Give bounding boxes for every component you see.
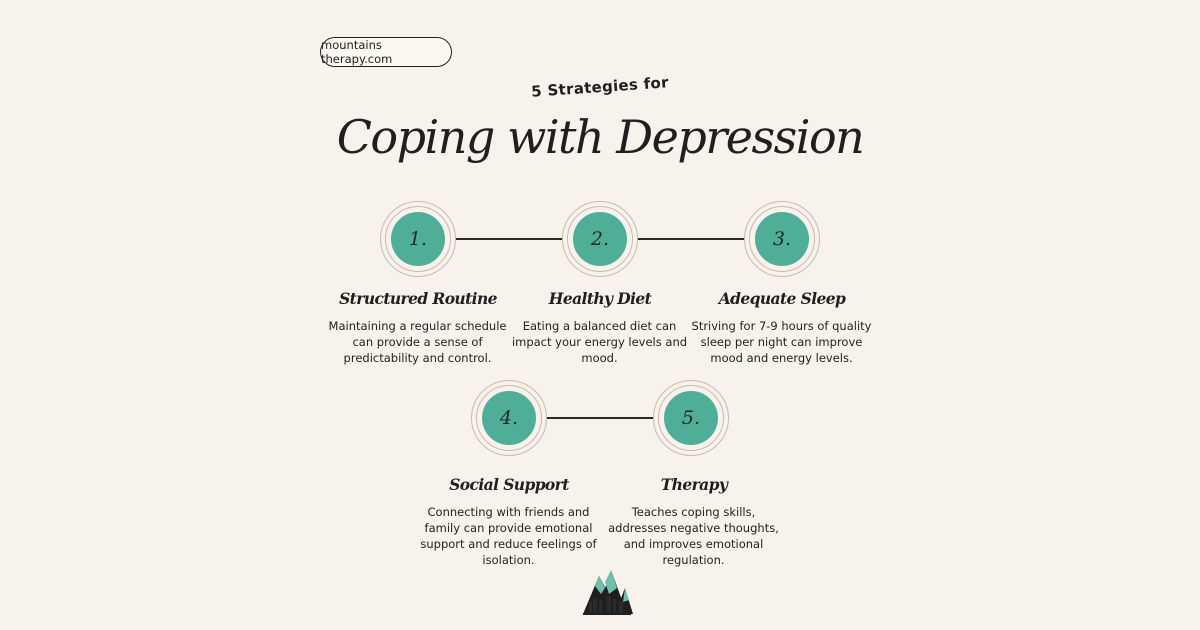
mountain-logo-icon: [583, 570, 633, 615]
strategy-2-badge: 2.: [562, 201, 638, 277]
strategy-3-badge: 3.: [744, 201, 820, 277]
connector-line-1-2: [455, 238, 563, 240]
strategy-1-title: Structured Routine: [339, 289, 497, 308]
strategy-4-title: Social Support: [449, 475, 569, 494]
strategy-3-number: 3.: [755, 212, 809, 266]
strategy-1-description: Maintaining a regular schedule can provi…: [328, 319, 507, 365]
strategy-2-title: Healthy Diet: [548, 289, 652, 308]
connector-line-4-5: [547, 417, 655, 419]
page-title: Coping with Depression: [336, 110, 865, 164]
strategy-5-description: Teaches coping skills, addresses negativ…: [608, 505, 779, 567]
site-url-badge: mountains therapy.com: [320, 37, 452, 67]
connector-line-2-3: [637, 238, 745, 240]
strategy-3-title: Adequate Sleep: [718, 289, 846, 308]
strategy-4-description: Connecting with friends and family can p…: [420, 505, 597, 567]
strategy-2-description: Eating a balanced diet can impact your e…: [511, 319, 688, 365]
strategy-4-number: 4.: [482, 391, 536, 445]
subtitle: 5 Strategies for: [530, 73, 670, 101]
strategy-3-description: Striving for 7-9 hours of quality sleep …: [691, 319, 872, 365]
strategy-4-badge: 4.: [471, 380, 547, 456]
strategy-5-badge: 5.: [653, 380, 729, 456]
strategy-1-badge: 1.: [380, 201, 456, 277]
strategy-5-title: Therapy: [660, 475, 728, 494]
strategy-2-number: 2.: [573, 212, 627, 266]
strategy-5-number: 5.: [664, 391, 718, 445]
strategy-1-number: 1.: [391, 212, 445, 266]
